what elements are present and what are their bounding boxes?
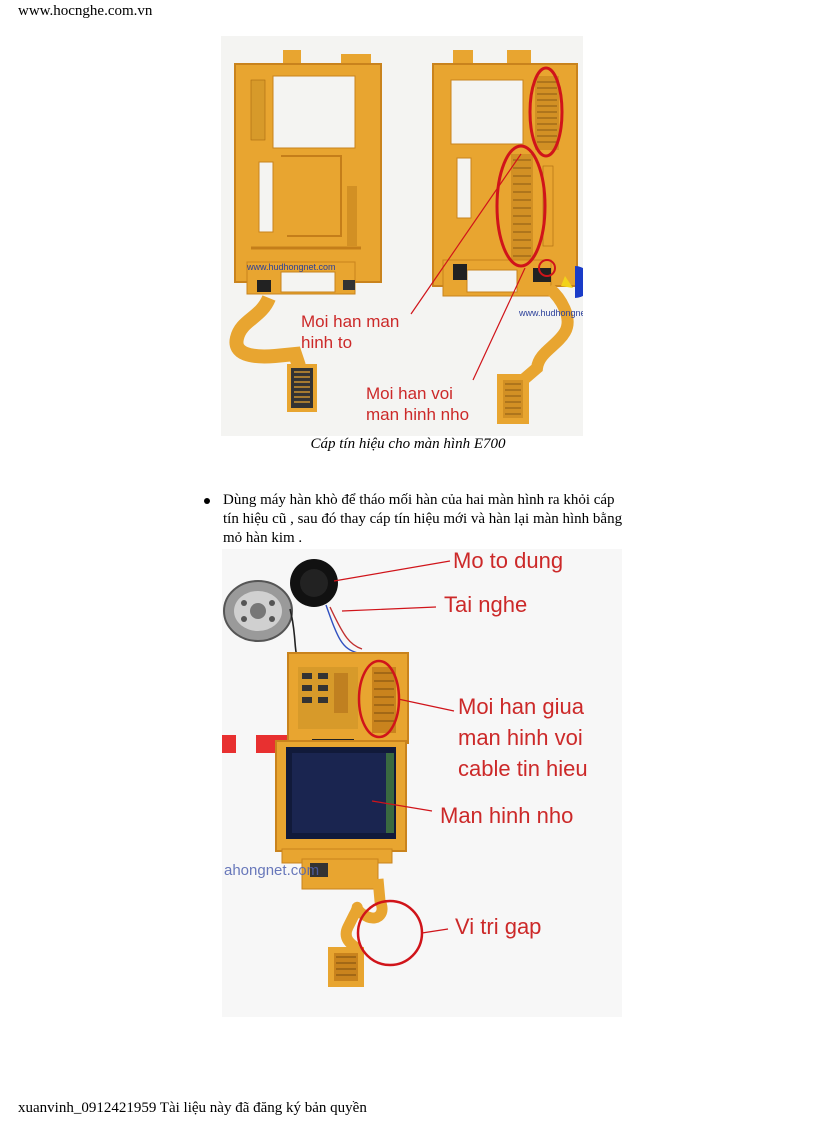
- label-small-screen-solder: Moi han voi man hinh nho: [366, 384, 470, 424]
- solder-point-circle-2: [495, 144, 547, 268]
- bullet-text: Dùng máy hàn khò để tháo mối hàn của hai…: [223, 492, 623, 546]
- label-solder-joint: Moi han giua man hinh voi cable tin hieu: [458, 694, 588, 781]
- left-circuit-board: [229, 50, 382, 412]
- site-url: www.hocnghe.com.vn: [18, 3, 153, 19]
- figure-flex-cable-e700: www.hudhongnet.com www.hudhongnet.com Mo…: [221, 36, 583, 436]
- pointer-line-1: [410, 153, 522, 315]
- solder-point-circle-1: [528, 66, 564, 158]
- bullet-list-item: Dùng máy hàn khò để tháo mối hàn của hai…: [204, 491, 624, 548]
- footer-copyright: xuanvinh_0912421959 Tài liệu này đã đăng…: [18, 1100, 367, 1116]
- watermark-left: www.hudhongnet.com: [247, 262, 336, 272]
- flex-cable-boards-illustration: [229, 50, 583, 424]
- label-small-screen: Man hinh nho: [440, 803, 574, 828]
- phone-assembly-illustration: [222, 559, 455, 987]
- fold-position-circle: [356, 899, 424, 967]
- watermark: ahongnet.com: [224, 862, 320, 879]
- figure-caption: Cáp tín hiệu cho màn hình E700: [310, 436, 506, 452]
- label-large-screen-solder: Moi han man hinh to: [301, 312, 400, 352]
- bullet-dot-icon: [204, 498, 210, 504]
- label-earpiece: Tai nghe: [444, 592, 528, 617]
- label-fold-position: Vi tri gap: [455, 914, 542, 939]
- speaker-icon: [223, 580, 293, 642]
- figure-phone-assembly: ahongnet.com Mo to dung Tai nghe Moi han…: [222, 549, 622, 1017]
- label-motor: Mo to dung: [453, 549, 564, 573]
- watermark-right: www.hudhongnet.com: [519, 308, 583, 318]
- pointer-line-2: [472, 267, 526, 381]
